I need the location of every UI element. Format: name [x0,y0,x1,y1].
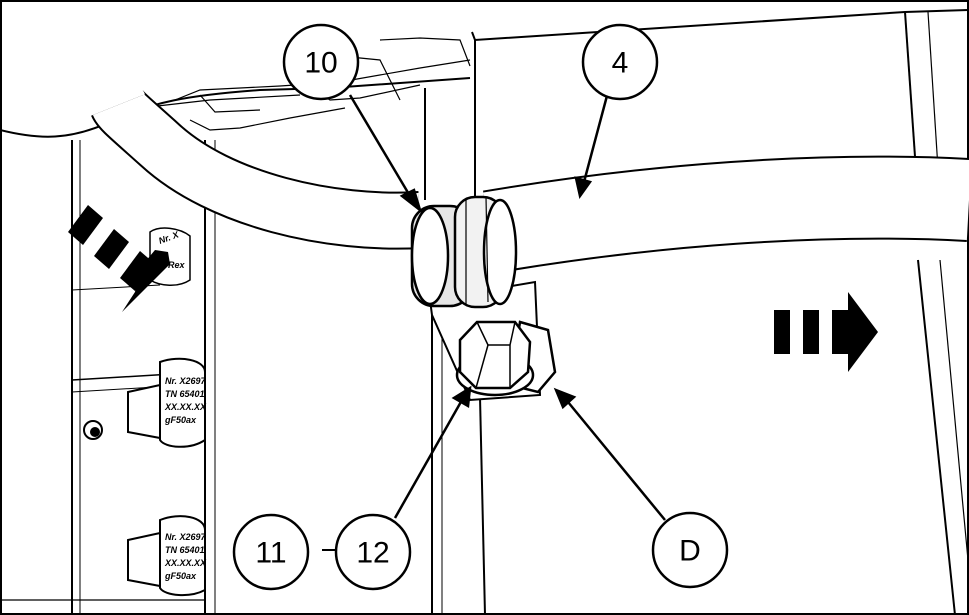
component-label-line: gF50ax [164,571,197,581]
callout-11: 11 [232,513,310,591]
component-label-line: gF50ax [164,415,197,425]
component-upper: Nr. X2697 TN 65401 XX.XX.XX gF50ax [127,357,207,448]
component-label-line: XX.XX.XX [164,402,207,412]
flow-arrow-icon [774,292,878,372]
svg-text:Rex: Rex [168,260,186,270]
component-label-line: TN 65401 [165,389,205,399]
leader-lines [322,91,666,551]
callout-label: 4 [612,47,629,80]
bolt-assembly [455,320,557,397]
component-label-line: Nr. X2697 [165,532,207,542]
component-label-line: Nr. X2697 [165,376,207,386]
callout-12: 12 [334,513,412,591]
callout-label: 11 [255,537,286,570]
callout-10: 10 [282,23,360,101]
flow-arrow-icon [68,205,170,312]
component-lower: Nr. X2697 TN 65401 XX.XX.XX gF50ax [127,515,207,596]
callout-label: D [679,535,701,568]
callout-label: 12 [356,537,389,570]
callout-4: 4 [581,23,659,101]
hose [91,88,969,274]
callout-D: D [651,511,729,589]
hose-clamp [410,195,518,309]
component-label-line: XX.XX.XX [164,558,207,568]
component-label-line: TN 65401 [165,545,205,555]
callout-label: 10 [304,47,337,80]
mounting-hole [83,420,103,440]
